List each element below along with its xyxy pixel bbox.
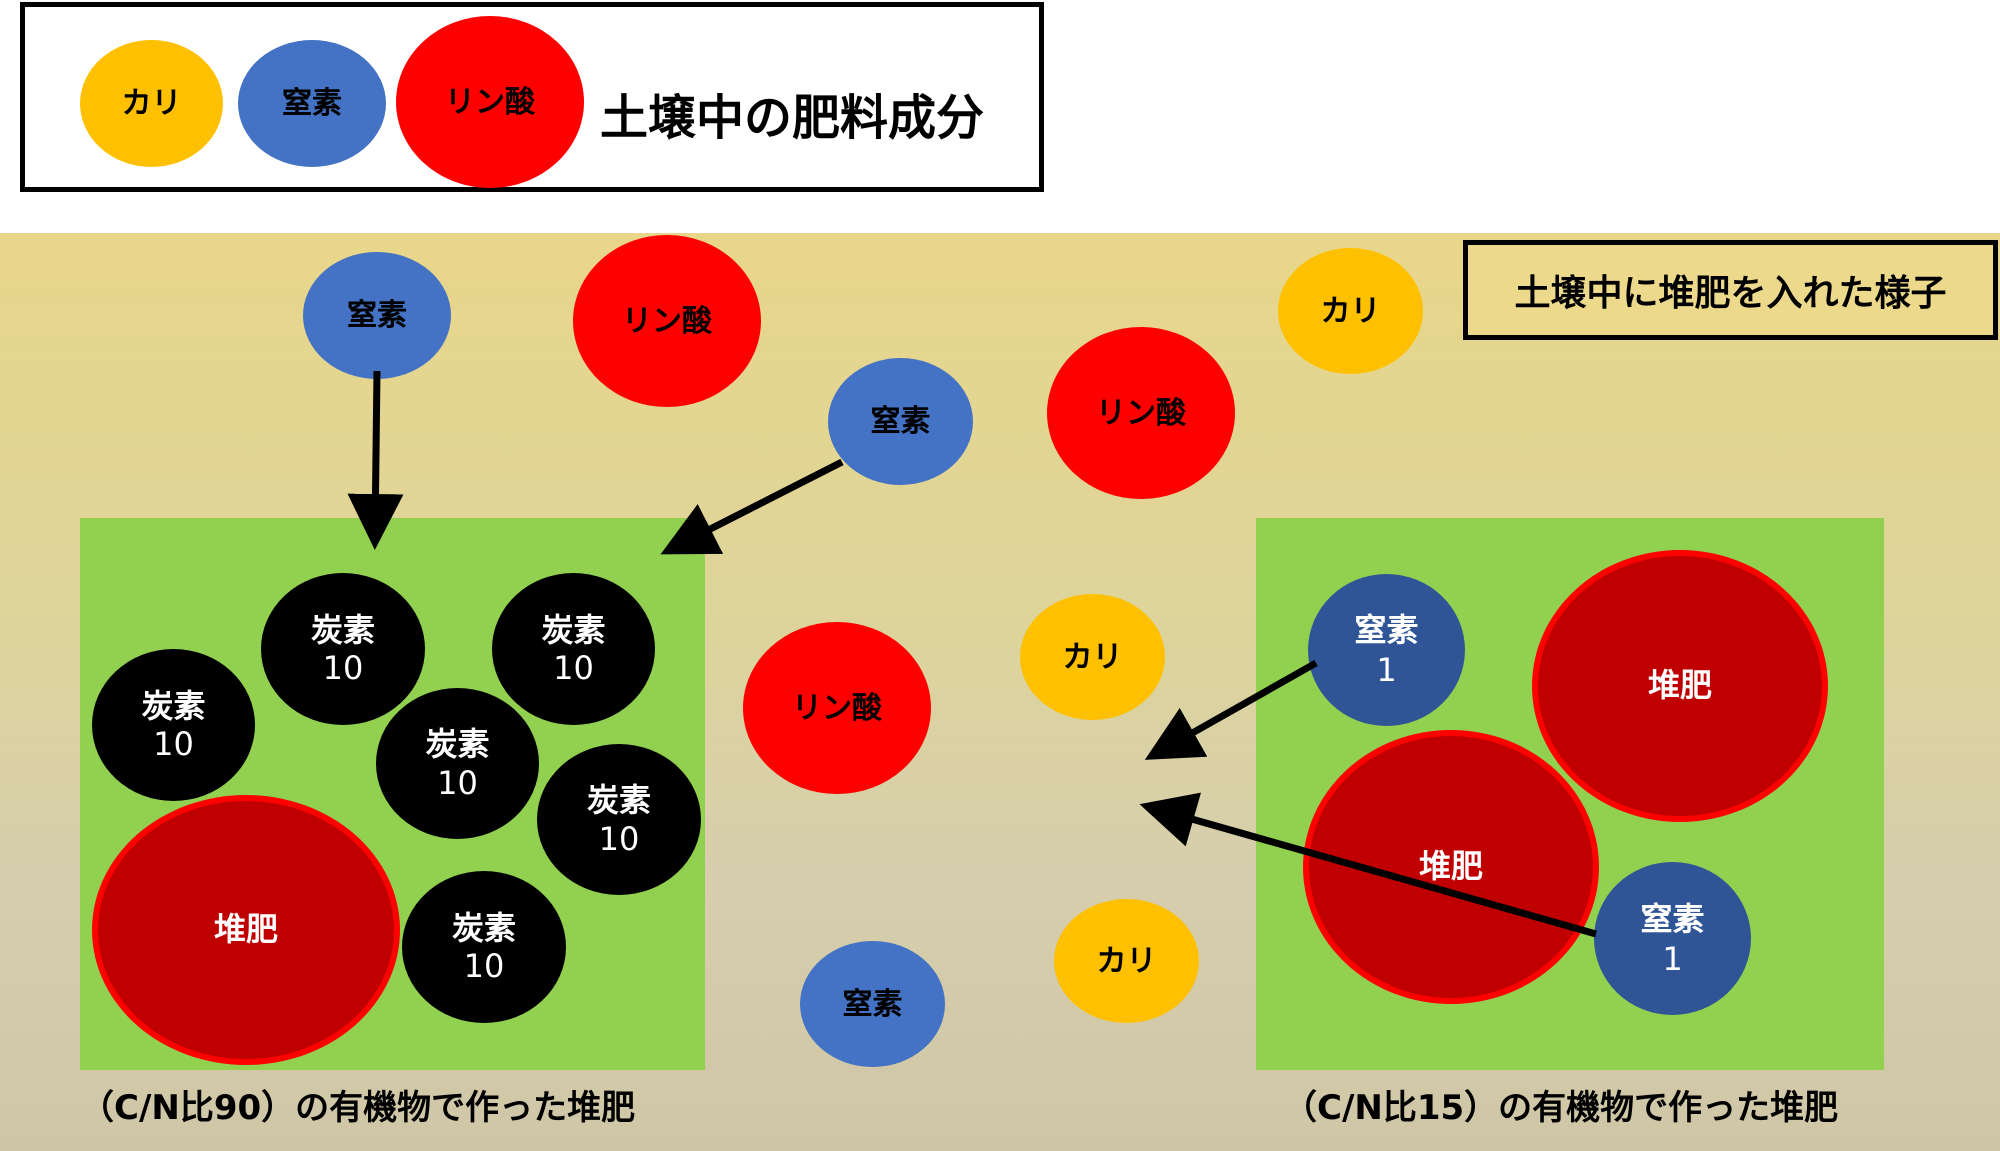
- legend-phosphate: リン酸: [396, 16, 584, 188]
- arrow-nitrogen-out-right-lower: [1139, 792, 1597, 938]
- nitrogen-bottom: 窒素: [800, 941, 945, 1067]
- nitrogen-top: 窒素: [303, 252, 451, 379]
- arrow-nitrogen-into-left-corner: [660, 458, 844, 555]
- right-caption: （C/N比15）の有機物で作った堆肥: [1283, 1088, 1839, 1128]
- potassium-center: カリ: [1020, 594, 1165, 720]
- right-compost-upper: 堆肥: [1532, 550, 1828, 822]
- phosphate-right: リン酸: [1047, 327, 1235, 499]
- left-compost: 堆肥: [92, 795, 400, 1065]
- phosphate-center: リン酸: [743, 622, 931, 794]
- arrow-nitrogen-out-right-upper: [1144, 659, 1318, 760]
- nitrogen-mid: 窒素: [828, 358, 973, 485]
- legend-potassium: カリ: [80, 40, 223, 167]
- left-caption: （C/N比90）の有機物で作った堆肥: [80, 1088, 636, 1128]
- potassium-top: カリ: [1278, 248, 1423, 374]
- potassium-bottom: カリ: [1054, 899, 1199, 1023]
- scene-label: 土壌中に堆肥を入れた様子: [1463, 240, 1998, 340]
- arrow-nitrogen-into-left: [347, 370, 404, 550]
- legend-nitrogen: 窒素: [238, 40, 386, 167]
- phosphate-top: リン酸: [573, 235, 761, 407]
- legend-title: 土壌中の肥料成分: [600, 90, 985, 146]
